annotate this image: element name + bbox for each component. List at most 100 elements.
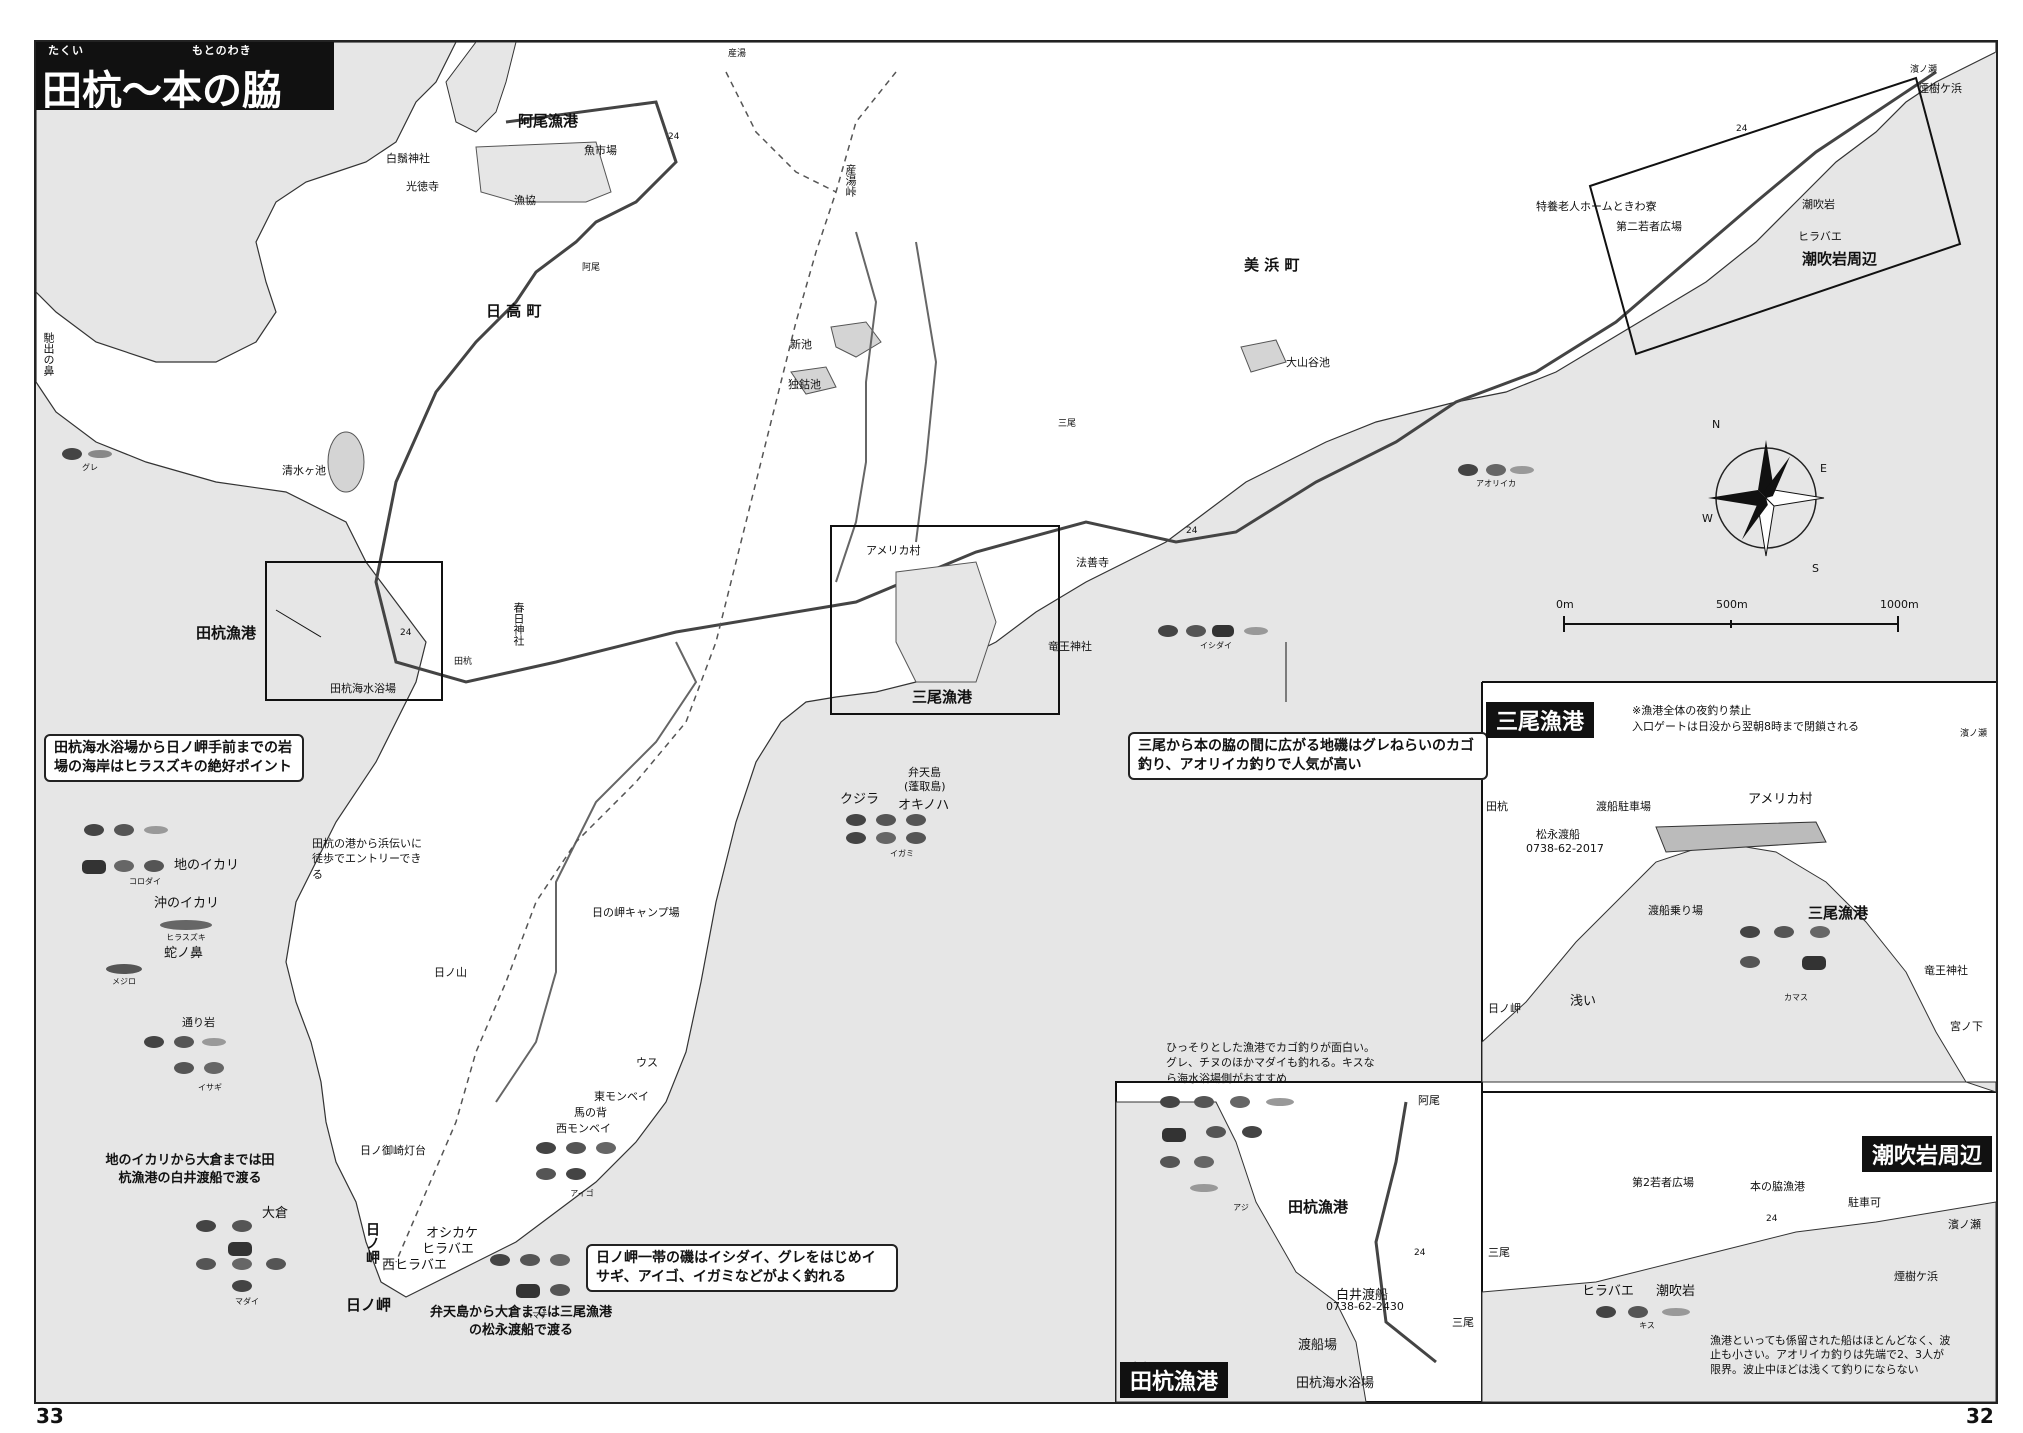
fish-group-okura: マダイ bbox=[192, 1216, 302, 1307]
label-hebinohana: 蛇ノ鼻 bbox=[164, 946, 204, 961]
fish-group-hayade: グレ bbox=[60, 446, 120, 473]
inset-shiofuki-kemuri: 煙樹ケ浜 bbox=[1894, 1270, 1938, 1283]
pond-ooyama bbox=[1240, 339, 1287, 373]
main-map bbox=[36, 42, 1996, 1402]
fish-group-mio-coast: イシダイ bbox=[1156, 622, 1276, 651]
map-frame: 田杭〜本の脇 たくい もとのわき 日 高 町 美 浜 町 阿尾 三尾 阿尾漁港 … bbox=[34, 40, 1998, 1404]
fish-icon bbox=[106, 964, 142, 974]
label-takui-beach: 田杭海水浴場 bbox=[330, 682, 396, 695]
label-usu: ウス bbox=[636, 1056, 658, 1069]
fish-icon bbox=[846, 814, 926, 844]
inset-takui-beach: 田杭海水浴場 bbox=[1296, 1376, 1375, 1391]
inset-mio-breakwater bbox=[1655, 821, 1827, 853]
note-jinoikari-okura: 地のイカリから大倉までは田杭漁港の白井渡船で渡る bbox=[105, 1153, 275, 1187]
inset-shiofuki-parking: 駐車可 bbox=[1848, 1196, 1881, 1209]
label-okinoha: オキノハ bbox=[898, 798, 950, 813]
label-umanose: 馬の背 bbox=[574, 1106, 607, 1119]
note-hirasuzuki: 田杭海水浴場から日ノ岬手前までの岩場の海岸はヒラスズキの絶好ポイント bbox=[44, 734, 304, 782]
title-ruby-right: もとのわき bbox=[192, 44, 252, 57]
fish-icon bbox=[1160, 1096, 1294, 1192]
inset-mio-port: 三尾漁港 bbox=[1808, 904, 1869, 922]
scale-label-1000: 1000m bbox=[1880, 598, 1919, 611]
page-title-box: 田杭〜本の脇 たくい もとのわき bbox=[36, 42, 334, 114]
inset-takui-coast bbox=[1115, 1101, 1367, 1402]
inset-shiofuki-hirabae: ヒラバエ bbox=[1582, 1284, 1634, 1299]
mio-box bbox=[830, 525, 1060, 715]
fish-group-mio-east: アオリイカ bbox=[1456, 462, 1536, 489]
fish-icon bbox=[1458, 464, 1534, 476]
inset-shiofuki-daini: 第2若者広場 bbox=[1632, 1176, 1694, 1189]
region-mio: 三尾 bbox=[1058, 419, 1077, 429]
inset-shiofuki-route: 24 bbox=[1766, 1214, 1778, 1224]
label-hirabae: ヒラバエ bbox=[422, 1242, 474, 1257]
fish-group-okinoikari: ヒラスズキ bbox=[156, 918, 216, 943]
label-fishery-coop: 漁協 bbox=[514, 194, 536, 207]
inset-takui-ruby: たくい bbox=[1132, 1361, 1156, 1370]
leader-hirasuzuki bbox=[275, 609, 322, 638]
inset-takui-ferry: 白井渡船 bbox=[1336, 1288, 1389, 1303]
route-24-marker-4: 24 bbox=[1736, 124, 1748, 134]
inset-mio-miyanoshita: 宮ノ下 bbox=[1950, 1020, 1983, 1033]
label-nishimonbei: 西モンベイ bbox=[556, 1122, 611, 1135]
fish-icon bbox=[1158, 625, 1268, 637]
inset-shiofuki-fish: キス bbox=[1592, 1304, 1702, 1331]
inset-mio-hamanose: 濱ノ瀬 bbox=[1960, 729, 1988, 739]
region-hidaka: 日 高 町 bbox=[486, 302, 542, 320]
label-ryuo-shrine: 竜王神社 bbox=[1048, 640, 1092, 653]
label-nursing-home: 特養老人ホームときわ寮 bbox=[1536, 200, 1657, 213]
pond-shimizu bbox=[327, 431, 365, 493]
label-kemurigahama: 煙樹ケ浜 bbox=[1918, 82, 1962, 95]
inset-shiofuki-mio: 三尾 bbox=[1488, 1246, 1510, 1259]
label-hozenji: 法善寺 bbox=[1076, 556, 1109, 569]
inset-mio-fish: カマス bbox=[1736, 922, 1856, 1003]
label-hinomisaki-vert: 日ノ岬 bbox=[364, 1222, 380, 1264]
fish-icon bbox=[536, 1142, 616, 1180]
inset-mio-hinomisaki: 日ノ岬 bbox=[1488, 1002, 1521, 1015]
label-takui-port: 田杭漁港 bbox=[196, 624, 257, 642]
inset-mio-note1: ※漁港全体の夜釣り禁止 bbox=[1632, 704, 1752, 717]
inset-mio-ryuo: 竜王神社 bbox=[1924, 964, 1968, 977]
label-fish-market: 魚市場 bbox=[584, 144, 617, 157]
fish-group-jinoikari: コロダイ bbox=[80, 822, 210, 887]
label-shiofuki-area: 潮吹岩周辺 bbox=[1802, 250, 1878, 268]
label-shirahige: 白鬚神社 bbox=[386, 152, 430, 165]
ao-port-shape bbox=[475, 141, 612, 203]
fish-icon bbox=[160, 920, 212, 930]
label-jinoikari: 地のイカリ bbox=[174, 858, 240, 873]
label-hamanose: 濱ノ瀬 bbox=[1910, 65, 1938, 75]
inset-takui-dock: 渡船場 bbox=[1298, 1338, 1338, 1353]
label-shimizugaike: 清水ヶ池 bbox=[282, 464, 326, 477]
compass-s: S bbox=[1812, 562, 1819, 575]
inset-takui-route: 24 bbox=[1414, 1248, 1426, 1258]
label-america-village: アメリカ村 bbox=[866, 544, 921, 557]
inset-mio-dock: 渡船乗り場 bbox=[1648, 904, 1703, 917]
inset-mio-tel: 0738-62-2017 bbox=[1526, 842, 1604, 855]
inset-takui-mio: 三尾 bbox=[1452, 1316, 1474, 1329]
fish-group-monbei: アイゴ bbox=[532, 1138, 632, 1199]
compass-w: W bbox=[1702, 512, 1713, 525]
fish-icon bbox=[490, 1254, 570, 1298]
label-takui: 田杭 bbox=[454, 657, 473, 667]
land-mass bbox=[36, 42, 1996, 1298]
inset-shiofuki-hamanose: 濱ノ瀬 bbox=[1948, 1218, 1981, 1231]
compass-e: E bbox=[1820, 462, 1827, 475]
region-ao: 阿尾 bbox=[582, 263, 601, 273]
label-shiofukiiwa: 潮吹岩 bbox=[1802, 198, 1835, 211]
label-daini-wakamono: 第二若者広場 bbox=[1616, 220, 1682, 233]
inset-shiofuki-motonowaki: 本の脇漁港 bbox=[1750, 1180, 1805, 1193]
compass-n: N bbox=[1712, 418, 1721, 431]
label-lighthouse: 日ノ御崎灯台 bbox=[360, 1144, 426, 1157]
fish-group-tooriiwa: イサギ bbox=[140, 1032, 280, 1093]
inset-takui-road bbox=[1374, 1101, 1437, 1364]
road-inner2 bbox=[915, 241, 938, 543]
route-24-marker-3: 24 bbox=[400, 628, 412, 638]
fish-group-oshikake: ハマチ bbox=[486, 1250, 586, 1321]
label-higashimonbei: 東モンベイ bbox=[594, 1090, 649, 1103]
north-bay bbox=[36, 42, 457, 363]
label-ao-port: 阿尾漁港 bbox=[518, 112, 579, 130]
label-sanyu-top: 産湯 bbox=[728, 49, 747, 59]
scale-label-500: 500m bbox=[1716, 598, 1748, 611]
label-hirabae-ne: ヒラバエ bbox=[1798, 230, 1842, 243]
fish-icon bbox=[62, 448, 112, 460]
inset-takui-ao: 阿尾 bbox=[1418, 1094, 1440, 1107]
